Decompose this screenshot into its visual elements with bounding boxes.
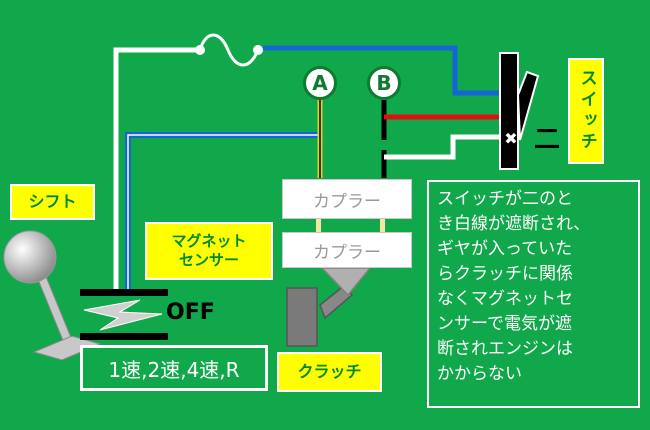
white-wire-main [113,47,200,290]
switch-x-mark: ✖ [504,129,517,148]
clutch-pedal [286,287,318,347]
fuse-icon [198,33,260,67]
coupler-bottom: カプラー [282,232,412,268]
point-b-label: B [367,66,401,100]
coupler-pin-left [316,219,321,235]
coupler-pin-right [380,219,385,235]
off-label: OFF [166,300,215,325]
magnet-sensor-label: マグネット センサー [145,222,273,280]
switch-body [499,52,519,170]
fuse-terminal-right [253,45,263,55]
blue-white-wire-stripe [127,134,320,290]
clutch-contact [320,267,372,297]
switch-lever [516,70,540,141]
point-a-label: A [303,66,337,100]
blue-wire-top [263,45,503,96]
clutch-arm [319,283,354,320]
clutch-label: クラッチ [277,352,382,392]
shift-knob [3,230,57,284]
explanation-note: スイッチが二のと き白線が遮断され、 ギヤが入っていた らクラッチに関係 なくマ… [427,180,640,408]
spark-icon [83,299,163,331]
white-wire-switch [384,134,503,160]
shift-base [32,335,102,361]
fuse-terminal-left [195,45,205,55]
coupler-top: カプラー [282,179,412,219]
sensor-bar-top [80,289,168,296]
switch-label: スイッチ [568,58,604,164]
shift-label: シフト [10,184,95,220]
switch-position-ni: 二 [534,125,561,155]
sensor-bar-bottom [80,333,168,340]
gear-speeds-box: 1速,2速,4速,R [80,345,268,391]
